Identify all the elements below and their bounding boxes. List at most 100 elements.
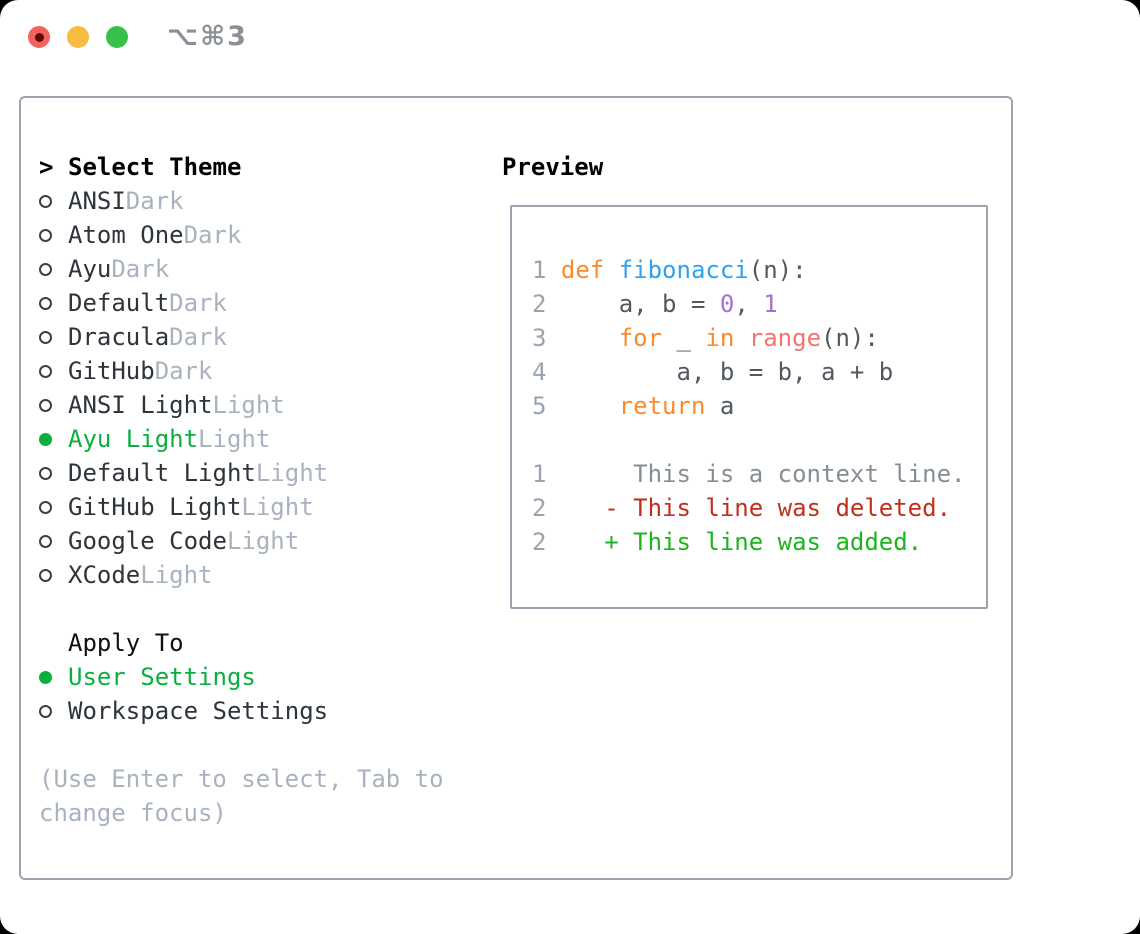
spacer-row	[39, 592, 444, 626]
theme-variant-badge: Light	[140, 561, 213, 589]
code-line: 2 a, b = 0, 1	[532, 287, 986, 321]
code-line: 2 - This line was deleted.	[532, 491, 986, 525]
theme-name: Ayu	[68, 255, 112, 283]
code-segment-fg	[546, 494, 604, 522]
theme-option-ansi-light[interactable]: ANSI Light Light	[39, 388, 444, 422]
code-segment-kw: def	[560, 256, 619, 284]
code-line: 2 + This line was added.	[532, 525, 986, 559]
theme-variant-badge: Light	[226, 527, 300, 555]
code-segment-fg: (n):	[821, 324, 879, 352]
radio-unselected-cell	[39, 568, 68, 582]
theme-variant-badge: Dark	[111, 255, 170, 283]
code-segment-kw: for	[618, 324, 663, 352]
unsaved-indicator-icon	[34, 32, 44, 42]
zoom-button[interactable]	[106, 26, 128, 48]
theme-option-ayu[interactable]: Ayu Dark	[39, 252, 444, 286]
theme-option-google-code[interactable]: Google Code Light	[39, 524, 444, 558]
radio-unselected-cell	[39, 194, 68, 208]
radio-unselected-cell	[39, 228, 68, 242]
code-segment-fg	[561, 324, 619, 352]
code-segment-add: + This line was added.	[604, 528, 923, 556]
code-segment-fg	[734, 324, 748, 352]
select-theme-header: > Select Theme	[39, 150, 444, 184]
hint-text-line-1: (Use Enter to select, Tab to	[39, 765, 444, 793]
theme-variant-badge: Dark	[154, 357, 213, 385]
code-segment-lineno: 4	[532, 358, 561, 386]
code-segment-del: - This line was deleted.	[604, 494, 952, 522]
radio-unselected-cell	[39, 534, 68, 548]
theme-option-ayu-light[interactable]: Ayu Light Light	[39, 422, 444, 456]
minimize-button[interactable]	[67, 26, 89, 48]
code-segment-fg: (n):	[748, 256, 807, 284]
theme-option-atom-one[interactable]: Atom One Dark	[39, 218, 444, 252]
code-segment-fg: a, b =	[560, 290, 720, 318]
theme-option-default-light[interactable]: Default Light Light	[39, 456, 444, 490]
theme-variant-badge: Light	[212, 391, 285, 419]
radio-selected-icon	[39, 670, 52, 684]
preview-title: Preview	[502, 153, 604, 181]
code-segment-lineno: 2	[532, 290, 561, 318]
theme-option-ansi[interactable]: ANSI Dark	[39, 184, 444, 218]
code-line: 1 This is a context line.	[532, 457, 986, 491]
radio-unselected-icon	[39, 466, 52, 480]
theme-option-xcode[interactable]: XCode Light	[39, 558, 444, 592]
code-segment-lineno: 2	[532, 494, 547, 522]
theme-name: XCode	[68, 561, 141, 589]
theme-option-github[interactable]: GitHub Dark	[39, 354, 444, 388]
radio-unselected-icon	[39, 228, 52, 242]
radio-selected-cell	[39, 432, 68, 446]
code-segment-num: 1	[763, 290, 778, 318]
cursor-prefix: >	[39, 153, 54, 181]
theme-variant-badge: Dark	[125, 187, 184, 215]
hint-text-line-2: change focus)	[39, 799, 227, 827]
close-button[interactable]	[28, 26, 50, 48]
code-line: 3 for _ in range(n):	[532, 321, 986, 355]
theme-variant-badge: Light	[198, 425, 271, 453]
apply-to-header: Apply To	[39, 626, 444, 660]
theme-name: GitHub Light	[68, 493, 242, 521]
radio-unselected-cell	[39, 364, 68, 378]
theme-option-github-light[interactable]: GitHub Light Light	[39, 490, 444, 524]
code-segment-fg	[561, 392, 619, 420]
apply-option-user-settings[interactable]: User Settings	[39, 660, 444, 694]
code-segment-fg	[546, 528, 604, 556]
theme-option-default[interactable]: Default Dark	[39, 286, 444, 320]
radio-selected-icon	[39, 432, 52, 446]
code-segment-kw: return	[618, 392, 706, 420]
radio-unselected-icon	[39, 500, 52, 514]
apply-option-label: Workspace Settings	[68, 697, 329, 725]
theme-variant-badge: Dark	[183, 221, 242, 249]
code-segment-call: range	[748, 324, 822, 352]
radio-unselected-cell	[39, 500, 68, 514]
theme-option-dracula[interactable]: Dracula Dark	[39, 320, 444, 354]
code-segment-ctx: This is a context line.	[546, 460, 966, 488]
radio-unselected-icon	[39, 330, 52, 344]
apply-option-workspace-settings[interactable]: Workspace Settings	[39, 694, 444, 728]
apply-option-label: User Settings	[68, 663, 256, 691]
code-segment-lineno: 3	[532, 324, 561, 352]
code-segment-lineno: 5	[532, 392, 561, 420]
code-segment-fn: fibonacci	[618, 256, 749, 284]
radio-unselected-cell	[39, 330, 68, 344]
radio-unselected-cell	[39, 398, 68, 412]
theme-name: Dracula	[68, 323, 170, 351]
radio-unselected-icon	[39, 398, 52, 412]
code-segment-fg: a, b = b, a + b	[560, 358, 894, 386]
theme-name: Default	[68, 289, 170, 317]
radio-unselected-cell	[39, 704, 68, 718]
radio-selected-cell	[39, 670, 68, 684]
radio-unselected-cell	[39, 296, 68, 310]
radio-unselected-icon	[39, 364, 52, 378]
code-segment-fg: ,	[734, 290, 764, 318]
radio-unselected-icon	[39, 568, 52, 582]
theme-name: Default Light	[68, 459, 256, 487]
radio-unselected-cell	[39, 466, 68, 480]
theme-variant-badge: Dark	[169, 289, 227, 317]
code-segment-fg: a	[705, 392, 735, 420]
radio-unselected-icon	[39, 534, 52, 548]
